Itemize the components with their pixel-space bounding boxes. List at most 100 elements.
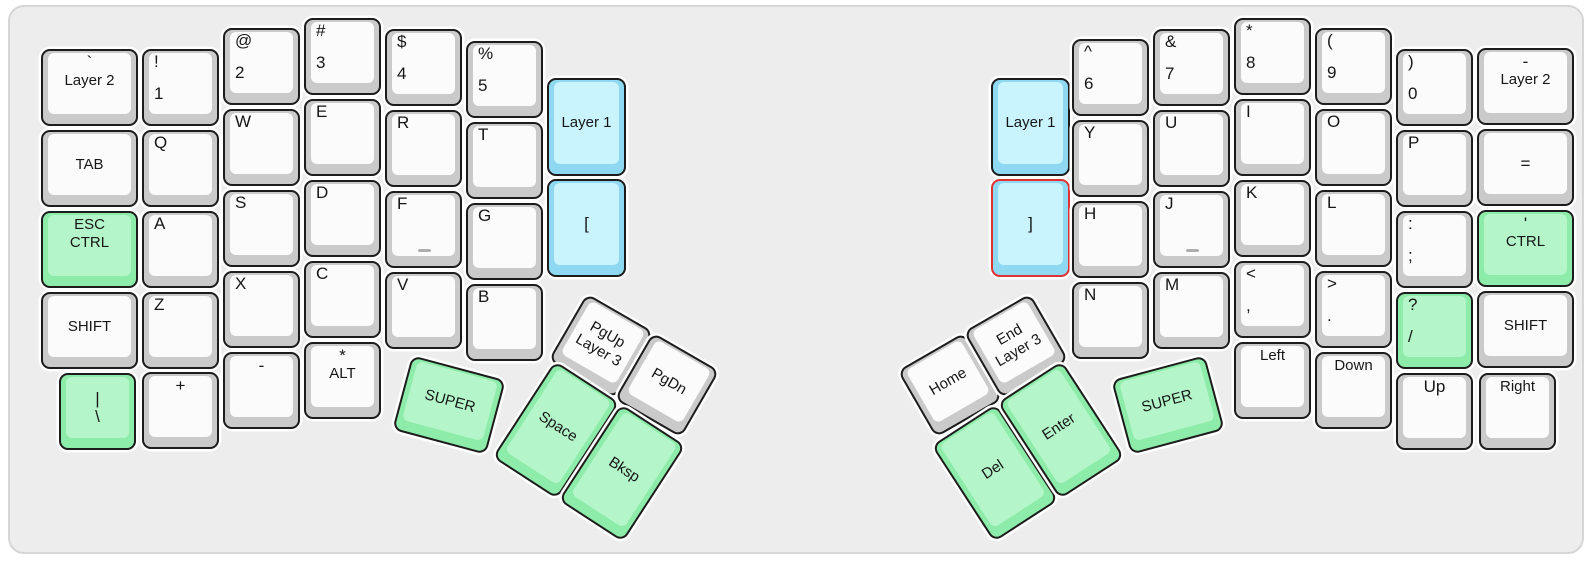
key-label: G	[478, 206, 492, 225]
key-t[interactable]: T	[466, 122, 543, 199]
keycap-labels: Down	[1322, 356, 1385, 417]
key-down[interactable]: Down	[1315, 352, 1392, 429]
key-label: C	[316, 264, 329, 283]
key-8[interactable]: *8	[1234, 18, 1311, 95]
key-pipe-backslash[interactable]: |\	[59, 373, 136, 450]
keycap-face: F	[392, 195, 455, 256]
keycap-face: +	[149, 376, 212, 437]
key-question-slash[interactable]: ?/	[1396, 292, 1473, 369]
key-e[interactable]: E	[304, 99, 381, 176]
key-period[interactable]: >.	[1315, 271, 1392, 348]
key-layer1-right[interactable]: Layer 1	[991, 78, 1070, 176]
key-minus-layer2[interactable]: -Layer 2	[1477, 48, 1574, 125]
key-label: W	[235, 112, 252, 131]
key-label: Q	[154, 133, 168, 152]
key-g[interactable]: G	[466, 203, 543, 280]
keycap-face: &7	[1160, 33, 1223, 94]
key-f[interactable]: F	[385, 191, 462, 268]
key-d[interactable]: D	[304, 180, 381, 257]
key-label: \	[95, 406, 100, 426]
key-right[interactable]: Right	[1479, 373, 1556, 450]
key-label: !	[154, 52, 159, 71]
key-shift-left[interactable]: SHIFT	[41, 292, 138, 369]
key-layer1-left[interactable]: Layer 1	[547, 78, 626, 176]
key-label: SHIFT	[1503, 316, 1548, 334]
key-m[interactable]: M	[1153, 272, 1230, 349]
key-up[interactable]: Up	[1396, 373, 1473, 450]
key-3[interactable]: #3	[304, 18, 381, 95]
key-label: 5	[478, 76, 488, 95]
keycap-labels: *ALT	[311, 346, 374, 407]
key-label: '	[1523, 214, 1528, 233]
key-shift-right[interactable]: SHIFT	[1477, 291, 1574, 368]
key-label: Enter	[1038, 409, 1079, 444]
key-label: TAB	[75, 155, 104, 173]
keycap-face: 'CTRL	[1484, 214, 1567, 275]
key-1[interactable]: !1	[142, 49, 219, 126]
keycap-face: X	[230, 275, 293, 336]
key-b[interactable]: B	[466, 284, 543, 361]
keycap-face: >.	[1322, 275, 1385, 336]
keycap-labels: K	[1241, 184, 1304, 245]
key-r[interactable]: R	[385, 110, 462, 187]
key-star-alt[interactable]: *ALT	[304, 342, 381, 419]
key-2[interactable]: @2	[223, 28, 300, 105]
key-label: Y	[1084, 123, 1096, 142]
keycap-labels: B	[473, 288, 536, 349]
key-u[interactable]: U	[1153, 110, 1230, 187]
keycap-labels: N	[1079, 286, 1142, 347]
key-5[interactable]: %5	[466, 41, 543, 118]
keycap-labels: T	[473, 126, 536, 187]
key-minus[interactable]: -	[223, 352, 300, 429]
keycap-labels: <,	[1241, 265, 1304, 326]
key-comma[interactable]: <,	[1234, 261, 1311, 338]
key-w[interactable]: W	[223, 109, 300, 186]
key-q[interactable]: Q	[142, 130, 219, 207]
key-s[interactable]: S	[223, 190, 300, 267]
keycap-labels: (9	[1322, 32, 1385, 93]
key-backtick-layer2[interactable]: `Layer 2	[41, 49, 138, 126]
key-rbracket[interactable]: ]	[991, 179, 1070, 277]
key-9[interactable]: (9	[1315, 28, 1392, 105]
key-h[interactable]: H	[1072, 201, 1149, 278]
key-quote-ctrl[interactable]: 'CTRL	[1477, 210, 1574, 287]
key-p[interactable]: P	[1396, 130, 1473, 207]
key-v[interactable]: V	[385, 272, 462, 349]
keycap-face: S	[230, 194, 293, 255]
key-label: SHIFT	[67, 317, 112, 335]
key-label: -	[1522, 52, 1529, 71]
keycap-labels: [	[554, 183, 619, 265]
key-label: Home	[926, 363, 970, 399]
key-n[interactable]: N	[1072, 282, 1149, 359]
keycap-face: A	[149, 215, 212, 276]
key-0[interactable]: )0	[1396, 49, 1473, 126]
keycap-labels: :;	[1403, 215, 1466, 276]
keycap-labels: #3	[311, 22, 374, 83]
key-4[interactable]: $4	[385, 29, 462, 106]
key-a[interactable]: A	[142, 211, 219, 288]
key-7[interactable]: &7	[1153, 29, 1230, 106]
key-y[interactable]: Y	[1072, 120, 1149, 197]
key-l[interactable]: L	[1315, 190, 1392, 267]
key-equals[interactable]: =	[1477, 129, 1574, 206]
key-label: O	[1327, 112, 1341, 131]
keycap-face: G	[473, 207, 536, 268]
key-left[interactable]: Left	[1234, 342, 1311, 419]
keycap-face: P	[1403, 134, 1466, 195]
key-tab[interactable]: TAB	[41, 130, 138, 207]
key-i[interactable]: I	[1234, 99, 1311, 176]
key-k[interactable]: K	[1234, 180, 1311, 257]
key-o[interactable]: O	[1315, 109, 1392, 186]
keycap-labels: >.	[1322, 275, 1385, 336]
key-c[interactable]: C	[304, 261, 381, 338]
keycap-labels: X	[230, 275, 293, 336]
key-6[interactable]: ^6	[1072, 39, 1149, 116]
key-lbracket[interactable]: [	[547, 179, 626, 277]
key-plus[interactable]: +	[142, 372, 219, 449]
key-label: -	[258, 356, 265, 375]
key-z[interactable]: Z	[142, 292, 219, 369]
key-j[interactable]: J	[1153, 191, 1230, 268]
key-semicolon[interactable]: :;	[1396, 211, 1473, 288]
key-x[interactable]: X	[223, 271, 300, 348]
